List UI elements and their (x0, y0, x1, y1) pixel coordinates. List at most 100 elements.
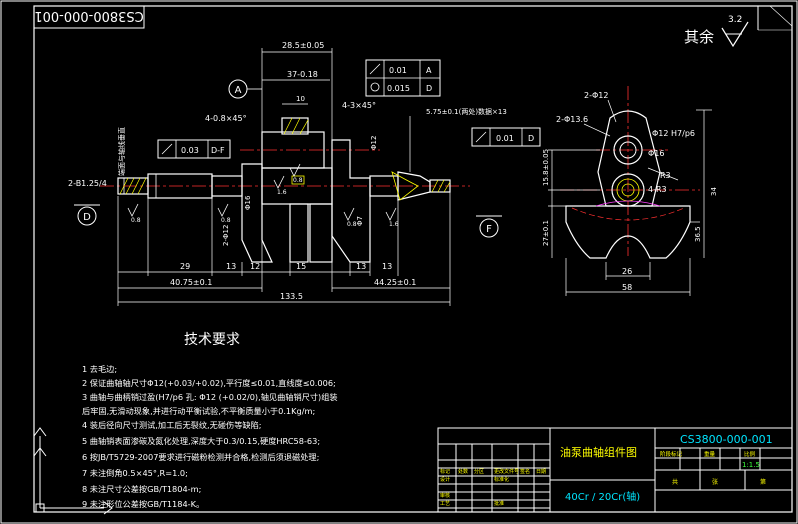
tolerance-frame-2: 0.03 D-F (157, 139, 231, 159)
svg-text:工艺: 工艺 (440, 501, 450, 507)
svg-text:Φ16: Φ16 (648, 149, 664, 158)
svg-text:9 未注形位公差按GB/T1184-K。: 9 未注形位公差按GB/T1184-K。 (82, 499, 204, 509)
svg-text:端面与轴线垂直: 端面与轴线垂直 (117, 127, 126, 176)
svg-text:更改文件号: 更改文件号 (494, 468, 519, 475)
svg-text:13: 13 (356, 262, 366, 271)
svg-text:2-Φ12: 2-Φ12 (584, 91, 608, 100)
svg-text:12: 12 (250, 262, 260, 271)
title-block-text: 油泵曲轴组件图 CS3800-000-001 40Cr / 20Cr(轴) 1:… (440, 433, 773, 507)
svg-text:4-0.8×45°: 4-0.8×45° (205, 114, 247, 123)
svg-text:Φ16: Φ16 (244, 195, 252, 210)
svg-text:5.75±0.1(两处)数据×13: 5.75±0.1(两处)数据×13 (426, 107, 507, 116)
svg-text:共: 共 (672, 478, 678, 486)
drawing-number-top: CS3800-000-001 (34, 8, 143, 23)
svg-text:处数: 处数 (458, 468, 468, 475)
surface-mark-values: 0.8 0.8 1.6 0.8 1.6 0.8 (131, 177, 399, 228)
drawing-scale: 1:1.5 (742, 461, 760, 469)
svg-text:重量: 重量 (704, 450, 716, 458)
section-marker-a: A (228, 79, 262, 99)
svg-text:13: 13 (382, 262, 392, 271)
svg-text:36.5: 36.5 (694, 226, 702, 242)
shaft-dimension-text: 28.5±0.05 37-0.18 10 4-0.8×45° 4-3×45° 2… (68, 41, 507, 301)
svg-text:2-Φ12: 2-Φ12 (222, 225, 230, 246)
svg-text:比例: 比例 (744, 450, 756, 458)
svg-text:4-3×45°: 4-3×45° (342, 101, 376, 110)
svg-text:3 曲轴与曲柄销过盈(H7/p6 孔: Φ12 (+0.02: 3 曲轴与曲柄销过盈(H7/p6 孔: Φ12 (+0.02/0),轴见曲轴销尺… (82, 392, 338, 402)
svg-text:58: 58 (622, 283, 632, 292)
ucs-icon (33, 427, 113, 515)
svg-text:D: D (426, 84, 432, 93)
svg-text:A: A (235, 85, 242, 96)
svg-text:张: 张 (712, 478, 718, 486)
svg-text:后牢固,无滑动现象,并进行动平衡试验,不平衡质量小于0.1K: 后牢固,无滑动现象,并进行动平衡试验,不平衡质量小于0.1Kg/m; (82, 406, 315, 416)
technical-requirements: 技术要求 1 去毛边; 2 保证曲轴轴尺寸Φ12(+0.03/+0.02),平行… (82, 332, 338, 509)
svg-text:标准化: 标准化 (494, 476, 509, 483)
svg-text:4 装后径向尺寸测试,加工后无裂纹,无碰伤等缺陷;: 4 装后径向尺寸测试,加工后无裂纹,无碰伤等缺陷; (82, 420, 262, 430)
svg-text:日期: 日期 (536, 469, 546, 475)
svg-text:1.6: 1.6 (389, 221, 399, 228)
tolerance-frame-3: 0.01 D (471, 127, 541, 147)
svg-text:其余: 其余 (684, 28, 714, 46)
svg-text:2 保证曲轴轴尺寸Φ12(+0.03/+0.02),平行度≤: 2 保证曲轴轴尺寸Φ12(+0.03/+0.02),平行度≤0.01,直线度≤0… (82, 378, 336, 388)
svg-text:标记: 标记 (440, 468, 450, 475)
svg-text:Φ12: Φ12 (370, 136, 378, 150)
svg-text:10: 10 (296, 95, 305, 103)
svg-text:133.5: 133.5 (280, 292, 303, 301)
svg-text:44.25±0.1: 44.25±0.1 (374, 278, 416, 287)
svg-text:28.5±0.05: 28.5±0.05 (282, 41, 324, 50)
drawing-inner-frame (33, 5, 793, 513)
svg-text:0.8: 0.8 (347, 221, 357, 228)
svg-text:0.01: 0.01 (496, 134, 514, 143)
svg-text:0.8: 0.8 (221, 217, 231, 224)
svg-text:34: 34 (710, 187, 718, 196)
svg-text:签名: 签名 (520, 468, 530, 475)
tolerance-frame-1: 0.01 A 0.015 D (365, 59, 441, 97)
side-view-dimension-text: 2-Φ12 2-Φ13.6 Φ12 H7/p6 Φ16 R3 4-R3 15.8… (542, 91, 718, 292)
svg-text:0.03: 0.03 (181, 146, 199, 155)
svg-text:27±0.1: 27±0.1 (542, 220, 550, 246)
svg-text:F: F (486, 224, 492, 235)
svg-text:5 曲轴销表面渗碳及氮化处理,深度大于0.3/0.15,硬度: 5 曲轴销表面渗碳及氮化处理,深度大于0.3/0.15,硬度HRC58-63; (82, 436, 320, 446)
drawing-number-box: CS3800-000-001 (33, 5, 145, 29)
drawing-title: 油泵曲轴组件图 (560, 445, 637, 459)
section-marker-f: F (476, 215, 502, 238)
svg-text:1.6: 1.6 (277, 189, 287, 196)
side-view (560, 86, 700, 259)
svg-text:26: 26 (622, 267, 632, 276)
surface-rest-symbol: 其余 3.2 (684, 15, 749, 48)
svg-text:D: D (83, 212, 91, 223)
svg-text:8 未注尺寸公差按GB/T1804-m;: 8 未注尺寸公差按GB/T1804-m; (82, 484, 201, 494)
svg-text:4-R3: 4-R3 (648, 185, 667, 194)
svg-text:37-0.18: 37-0.18 (287, 70, 318, 79)
svg-text:40.75±0.1: 40.75±0.1 (170, 278, 212, 287)
svg-text:分区: 分区 (474, 468, 484, 475)
svg-text:13: 13 (226, 262, 236, 271)
svg-text:Φ12 H7/p6: Φ12 H7/p6 (652, 129, 695, 138)
svg-text:审核: 审核 (440, 492, 450, 499)
svg-text:D-F: D-F (211, 146, 225, 155)
svg-text:3.2: 3.2 (728, 15, 742, 25)
tech-req-heading: 技术要求 (184, 332, 240, 348)
drawing-number: CS3800-000-001 (680, 433, 773, 446)
svg-text:设计: 设计 (440, 476, 450, 483)
svg-text:6 按JB/T5729-2007要求进行磁粉检测并合格,检测: 6 按JB/T5729-2007要求进行磁粉检测并合格,检测后须退磁处理; (82, 452, 319, 462)
svg-text:0.01: 0.01 (389, 66, 407, 75)
svg-text:批准: 批准 (494, 500, 504, 507)
section-marker-d: D (74, 204, 100, 226)
title-block (437, 427, 793, 513)
svg-text:15.8±0.05: 15.8±0.05 (542, 149, 550, 186)
shaft-dimensions (117, 48, 451, 306)
svg-text:阶段标记: 阶段标记 (660, 450, 683, 458)
svg-text:0.015: 0.015 (387, 84, 410, 93)
svg-text:2-B1.25/4: 2-B1.25/4 (68, 179, 107, 188)
svg-text:0.8: 0.8 (293, 177, 303, 184)
svg-text:0.8: 0.8 (131, 217, 141, 224)
shaft-main-view (100, 117, 470, 263)
svg-text:D: D (528, 134, 534, 143)
svg-text:1 去毛边;: 1 去毛边; (82, 364, 117, 374)
svg-text:R3: R3 (660, 171, 671, 180)
drawing-material: 40Cr / 20Cr(轴) (565, 490, 640, 503)
surface-marks (127, 163, 397, 221)
